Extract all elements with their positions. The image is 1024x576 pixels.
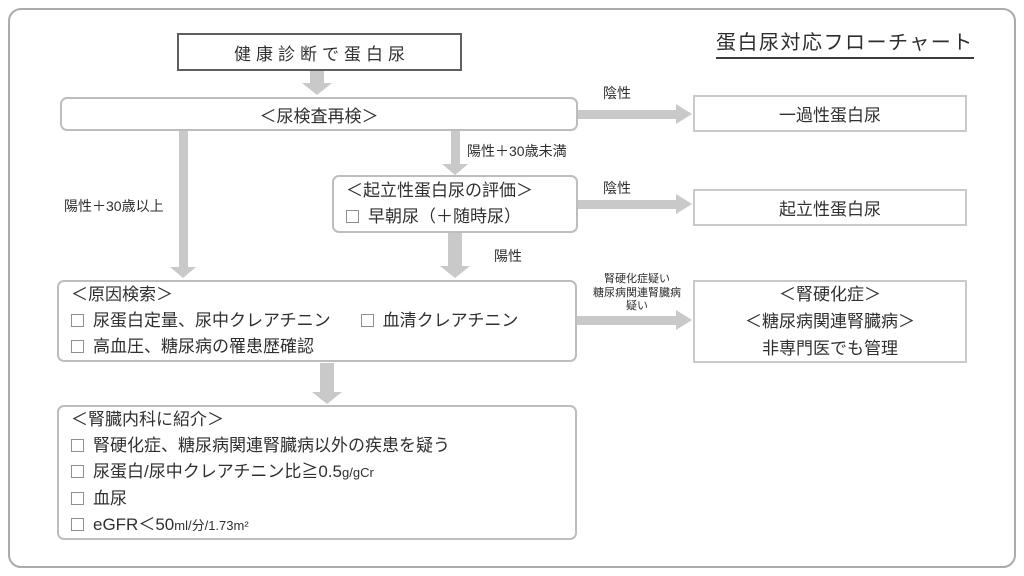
node-orthostatic-eval: ＜起立性蛋白尿の評価＞ 早朝尿（＋随時尿） (332, 175, 578, 233)
node-cause-search-heading: ＜原因検索＞ (71, 285, 173, 304)
connector-cause-to-referral (312, 363, 342, 404)
referral-item3: 血尿 (71, 486, 563, 512)
arrow-shaft (448, 233, 462, 266)
arrow-shaft (578, 199, 676, 209)
managed-disease-line3: 非専門医でも管理 (762, 339, 898, 358)
connector-start-to-recheck (302, 71, 332, 95)
page-title: 蛋白尿対応フローチャート (716, 26, 974, 59)
label-suspect-diagnosis: 腎硬化症疑い 糖尿病関連腎臓病 疑い (582, 273, 692, 314)
node-transient-proteinuria-label: 一過性蛋白尿 (779, 106, 881, 125)
managed-disease-line2: ＜糖尿病関連腎臓病＞ (745, 312, 915, 331)
referral-item4-label: eGFR＜50 (93, 514, 175, 534)
referral-item2: 尿蛋白/尿中クレアチニン比≧0.5g/gCr (71, 459, 563, 486)
node-orthostatic-eval-heading: ＜起立性蛋白尿の評価＞ (346, 181, 533, 200)
node-health-check-label: 健康診断で蛋白尿 (234, 44, 410, 64)
right-arrow-icon (676, 104, 692, 124)
down-arrow-icon (170, 267, 196, 278)
right-arrow-icon (676, 310, 692, 330)
cause-search-item1-label: 尿蛋白定量、尿中クレアチニン (93, 311, 331, 330)
checkbox-icon (360, 314, 374, 327)
node-orthostatic-proteinuria-label: 起立性蛋白尿 (779, 200, 881, 219)
referral-item3-label: 血尿 (93, 488, 127, 508)
referral-item1: 腎硬化症、糖尿病関連腎臓病以外の疾患を疑う (71, 433, 563, 459)
node-transient-proteinuria: 一過性蛋白尿 (693, 95, 967, 132)
label-suspect-line2: 糖尿病関連腎臓病 (593, 286, 681, 299)
node-nephrology-referral: ＜腎臓内科に紹介＞ 腎硬化症、糖尿病関連腎臓病以外の疾患を疑う 尿蛋白/尿中クレ… (57, 405, 577, 540)
referral-heading: ＜腎臓内科に紹介＞ (71, 409, 224, 429)
arrow-shaft (178, 131, 188, 267)
cause-search-item2-label: 血清クレアチニン (382, 311, 519, 330)
arrow-shaft (450, 131, 460, 164)
arrow-shaft (320, 363, 334, 392)
checkbox-icon (71, 314, 84, 327)
down-arrow-icon (442, 164, 468, 175)
arrow-shaft (577, 315, 676, 325)
checkbox-icon (71, 340, 84, 353)
node-orthostatic-proteinuria: 起立性蛋白尿 (693, 189, 967, 226)
checkbox-icon (71, 464, 84, 478)
down-arrow-icon (302, 83, 332, 95)
checkbox-icon (71, 491, 84, 505)
label-negative-top: 陰性 (603, 85, 631, 101)
connector-eval-to-orthostatic (578, 194, 692, 214)
connector-recheck-to-cause-search (170, 131, 196, 278)
down-arrow-icon (440, 266, 470, 278)
checkbox-icon (346, 210, 359, 223)
node-urine-recheck: ＜尿検査再検＞ (60, 97, 578, 131)
managed-disease-line1: ＜腎硬化症＞ (779, 285, 881, 304)
label-positive-30-plus: 陽性＋30歳以上 (64, 198, 164, 214)
label-positive: 陽性 (494, 248, 522, 264)
label-negative-mid: 陰性 (603, 180, 631, 196)
referral-item2-unit: g/gCr (342, 464, 374, 480)
orthostatic-eval-item-label: 早朝尿（＋随時尿） (368, 207, 521, 226)
cause-search-item3: 高血圧、糖尿病の罹患歴確認 (71, 334, 563, 360)
label-suspect-line1: 腎硬化症疑い (604, 273, 670, 285)
connector-recheck-to-transient (578, 104, 692, 124)
connector-recheck-to-orthostatic-eval (442, 131, 468, 175)
referral-item4-unit: ml/分/1.73m² (174, 517, 249, 533)
cause-search-item-row: 尿蛋白定量、尿中クレアチニン 血清クレアチニン (71, 308, 563, 334)
outer-frame (8, 8, 1016, 568)
checkbox-icon (71, 517, 84, 531)
connector-eval-to-cause-search (440, 233, 470, 278)
referral-item4: eGFR＜50ml/分/1.73m² (71, 512, 563, 539)
down-arrow-icon (312, 392, 342, 404)
arrow-shaft (310, 71, 324, 83)
arrow-shaft (578, 109, 676, 119)
right-arrow-icon (676, 194, 692, 214)
checkbox-icon (71, 438, 84, 452)
node-managed-disease: ＜腎硬化症＞ ＜糖尿病関連腎臓病＞ 非専門医でも管理 (693, 280, 967, 363)
referral-item2-label: 尿蛋白/尿中クレアチニン比≧0.5 (93, 461, 343, 481)
cause-search-item3-label: 高血圧、糖尿病の罹患歴確認 (93, 337, 314, 356)
node-health-check: 健康診断で蛋白尿 (177, 33, 462, 71)
label-positive-under-30: 陽性＋30歳未満 (467, 143, 567, 159)
label-suspect-line3: 疑い (626, 300, 648, 312)
node-cause-search: ＜原因検索＞ 尿蛋白定量、尿中クレアチニン 血清クレアチニン 高血圧、糖尿病の罹患… (57, 280, 577, 362)
node-urine-recheck-label: ＜尿検査再検＞ (259, 106, 379, 126)
referral-item1-label: 腎硬化症、糖尿病関連腎臓病以外の疾患を疑う (93, 435, 450, 455)
orthostatic-eval-item: 早朝尿（＋随時尿） (346, 204, 564, 230)
connector-cause-to-managed (577, 310, 692, 330)
